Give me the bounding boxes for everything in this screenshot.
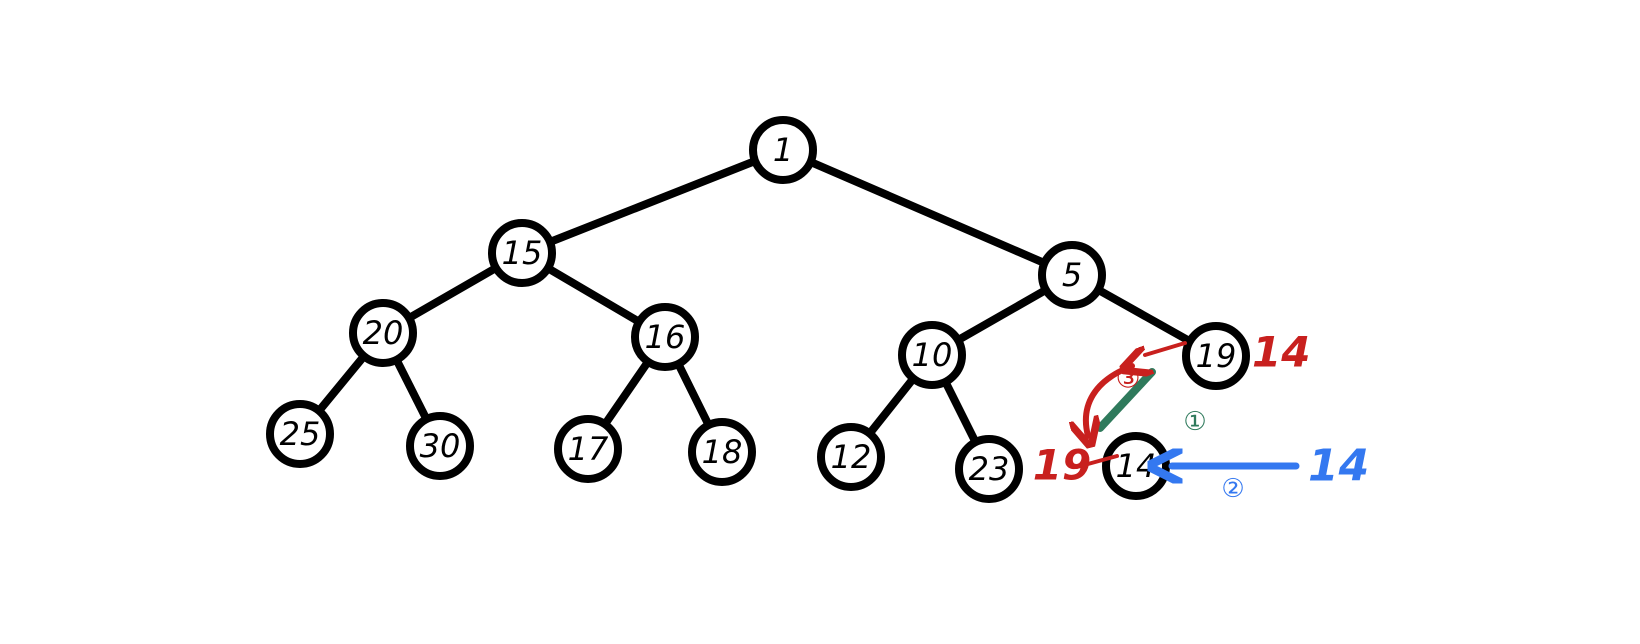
node-label: 5	[1062, 256, 1082, 294]
tree-node: 20	[349, 299, 417, 367]
tree-edges	[315, 157, 1194, 447]
tree-node: 12	[817, 423, 885, 491]
tree-nodes: 1 15 5 20 16 10 19 25 30 17 18 12 23 14	[266, 116, 1250, 503]
edge-n20-n30	[392, 355, 431, 424]
swap-parent-value: 14	[1252, 328, 1310, 377]
node-circle	[1038, 241, 1106, 309]
node-circle	[1182, 322, 1250, 390]
node-label: 14	[1116, 447, 1157, 485]
tree-node: 16	[631, 303, 699, 371]
tree-node: 23	[955, 435, 1023, 503]
tree-node: 15	[488, 219, 556, 287]
step-3-marker: ③	[1115, 362, 1140, 395]
strike-parent-value	[1143, 341, 1187, 357]
node-circle	[749, 116, 817, 184]
edge-n5-n19	[1094, 285, 1194, 346]
node-label: 23	[969, 450, 1010, 488]
node-circle	[955, 435, 1023, 503]
node-circle	[488, 219, 556, 287]
node-label: 18	[702, 433, 743, 471]
node-label: 20	[363, 314, 404, 352]
node-circle	[688, 418, 756, 486]
strike-child-value	[1075, 454, 1119, 469]
edge-n15-n16	[543, 264, 644, 326]
edge-n10-n23	[941, 377, 980, 447]
step-2-marker: ②	[1221, 474, 1244, 504]
node-circle	[554, 415, 622, 483]
node-label: 10	[912, 336, 953, 374]
edge-n16-n18	[674, 359, 713, 430]
node-label: 12	[831, 438, 872, 476]
tree-node: 5	[1038, 241, 1106, 309]
edge-n16-n17	[600, 357, 653, 429]
node-label: 17	[568, 430, 609, 468]
edge-n20-n25	[315, 352, 368, 415]
tree-node: 1	[749, 116, 817, 184]
node-circle	[817, 423, 885, 491]
swap-child-value: 19	[1033, 441, 1091, 490]
edge-n1-n15	[545, 157, 760, 246]
tree-node: 25	[266, 400, 334, 468]
inserted-value: 14	[1308, 441, 1369, 492]
node-label: 1	[773, 131, 793, 169]
tree-node: 19	[1182, 322, 1250, 390]
step-1-marker: ①	[1183, 407, 1206, 437]
swap-arrow	[1086, 366, 1132, 436]
node-label: 16	[645, 318, 686, 356]
node-label: 15	[502, 234, 543, 272]
node-circle	[898, 321, 966, 389]
tree-node: 30	[406, 412, 474, 480]
edge-n1-n5	[806, 157, 1049, 268]
inserted-node: 14	[1102, 432, 1170, 500]
node-label: 25	[280, 415, 321, 453]
edge-n15-n20	[405, 263, 500, 323]
node-circle	[631, 303, 699, 371]
tree-node: 10	[898, 321, 966, 389]
tree-node: 17	[554, 415, 622, 483]
node-label: 19	[1196, 337, 1237, 375]
node-label: 30	[420, 427, 461, 465]
node-circle	[406, 412, 474, 480]
tree-node: 18	[688, 418, 756, 486]
edge-n10-n12	[865, 374, 918, 438]
edge-n5-n10	[954, 285, 1050, 345]
node-circle	[266, 400, 334, 468]
node-circle	[349, 299, 417, 367]
